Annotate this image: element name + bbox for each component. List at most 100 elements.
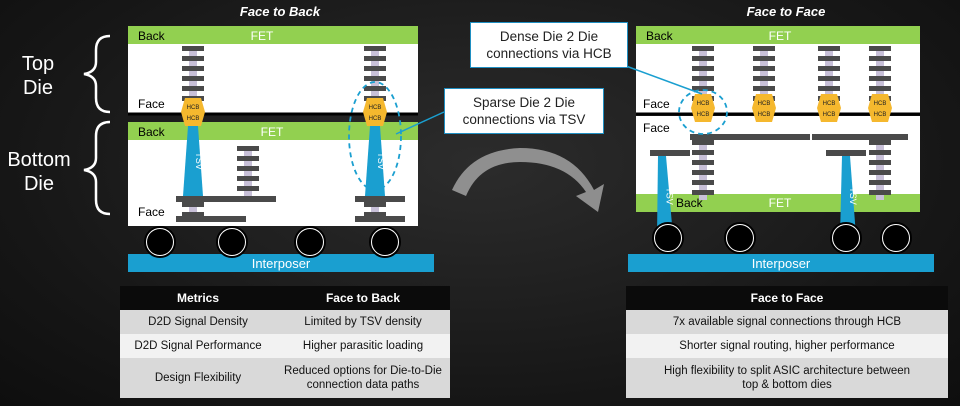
- solder-bump-core: [655, 225, 681, 251]
- via: [371, 91, 379, 96]
- hcb-label: HCB: [369, 105, 382, 111]
- hcb-label: HCB: [874, 101, 887, 107]
- hcb-bond: [817, 94, 841, 122]
- hcb-bond: [363, 98, 387, 126]
- metal-layer: [692, 170, 714, 175]
- metal-layer: [364, 56, 386, 61]
- via: [699, 175, 707, 180]
- table-cell: Higher parasitic loading: [276, 334, 450, 358]
- tsv: [183, 126, 203, 196]
- via: [825, 91, 833, 96]
- metal-layer: [692, 160, 714, 165]
- metal-layer: [692, 190, 714, 195]
- solder-bump-core: [727, 225, 753, 251]
- sparse-callout-line2: connections via TSV: [462, 112, 586, 127]
- metal-layer: [182, 212, 204, 217]
- hcb-label: HCB: [758, 112, 771, 118]
- table-cell: Limited by TSV density: [276, 310, 450, 334]
- via: [760, 81, 768, 86]
- metal-layer: [692, 66, 714, 71]
- hcb-bond: [868, 94, 892, 122]
- table-cell-line2: top & bottom dies: [742, 379, 832, 391]
- metal-layer: [364, 212, 386, 217]
- metal-layer: [237, 146, 259, 151]
- via: [876, 51, 884, 56]
- via: [244, 191, 252, 196]
- interposer-right: [628, 254, 934, 272]
- via: [371, 61, 379, 66]
- tsv: [657, 156, 673, 236]
- table-cell-line1: High flexibility to split ASIC architect…: [663, 365, 911, 377]
- via: [189, 71, 197, 76]
- table-row: High flexibility to split ASIC architect…: [626, 358, 948, 398]
- redistribution-layer: [826, 150, 866, 156]
- sparse-callout-connector: [395, 111, 445, 135]
- hcb-label: HCB: [697, 101, 710, 107]
- via: [876, 165, 884, 170]
- table-cell: D2D Signal Density: [120, 310, 276, 334]
- via: [699, 165, 707, 170]
- hcb-label: HCB: [823, 101, 836, 107]
- metal-layer: [237, 166, 259, 171]
- table-header-metrics: Metrics: [120, 286, 276, 310]
- via: [876, 155, 884, 160]
- dense-hcb-highlight: [678, 89, 728, 135]
- solder-bump-core: [833, 225, 859, 251]
- metal-layer: [869, 160, 891, 165]
- metal-layer: [364, 46, 386, 51]
- via: [825, 51, 833, 56]
- redistribution-layer: [176, 196, 276, 202]
- top-die-label-line1: Top: [21, 53, 55, 75]
- metal-layer: [182, 56, 204, 61]
- via: [371, 51, 379, 56]
- face-label: Face: [643, 97, 670, 111]
- metal-layer: [869, 140, 891, 145]
- via: [876, 61, 884, 66]
- fet-label: FET: [769, 196, 792, 210]
- table-row: 7x available signal connections through …: [626, 310, 948, 334]
- metal-layer: [753, 76, 775, 81]
- metal-layer: [869, 86, 891, 91]
- via: [699, 155, 707, 160]
- top-die-fet: [128, 26, 418, 44]
- via: [244, 171, 252, 176]
- fet-label: FET: [251, 29, 274, 43]
- bottom-die-label-line1: Bottom: [7, 149, 71, 171]
- hcb-label: HCB: [187, 105, 200, 111]
- table-row: D2D Signal Performance Higher parasitic …: [120, 334, 450, 358]
- via: [189, 61, 197, 66]
- face-label: Face: [138, 97, 165, 111]
- metal-layer: [869, 46, 891, 51]
- face-label: Face: [138, 205, 165, 219]
- via: [760, 61, 768, 66]
- table-header-face-to-back: Face to Back: [276, 286, 450, 310]
- via: [876, 91, 884, 96]
- via: [760, 51, 768, 56]
- metal-layer: [364, 66, 386, 71]
- via: [699, 145, 707, 150]
- metal-layer: [869, 170, 891, 175]
- metal-layer: [818, 76, 840, 81]
- metal-layer: [753, 66, 775, 71]
- table-cell: High flexibility to split ASIC architect…: [626, 358, 948, 398]
- metal-layer: [869, 150, 891, 155]
- bottom-die-label-line2: Die: [23, 173, 54, 195]
- tsv: [365, 126, 385, 196]
- via: [189, 207, 197, 212]
- via: [699, 185, 707, 190]
- metal-layer: [869, 180, 891, 185]
- via: [244, 161, 252, 166]
- metal-layer: [364, 202, 386, 207]
- metal-layer: [182, 66, 204, 71]
- hcb-bond: [691, 94, 715, 122]
- via: [699, 61, 707, 66]
- metal-layer: [753, 56, 775, 61]
- table-row: Shorter signal routing, higher performan…: [626, 334, 948, 358]
- hcb-bond: [752, 94, 776, 122]
- metal-layer: [818, 86, 840, 91]
- via: [876, 175, 884, 180]
- via: [825, 61, 833, 66]
- hcb-label: HCB: [187, 116, 200, 122]
- via: [825, 71, 833, 76]
